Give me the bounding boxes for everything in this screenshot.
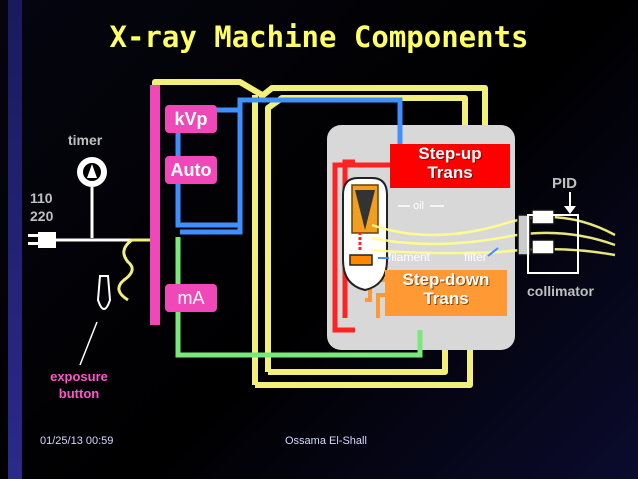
left-accent-bar: [8, 0, 22, 479]
kvp-blue-wire-2: [180, 100, 243, 235]
xray-beam: [371, 215, 616, 257]
pid-label: PID: [552, 175, 578, 192]
oil-label: oil: [413, 200, 425, 212]
step-down-line1: Step-down: [402, 270, 490, 289]
filter-leader: [487, 247, 499, 257]
kvp-control: kVp: [165, 105, 217, 133]
step-up-transformer: Step-up Trans: [390, 144, 510, 188]
auto-control: Auto: [165, 156, 217, 184]
exposure-button-label: exposure button: [44, 368, 114, 402]
step-down-line2: Trans: [423, 289, 469, 308]
xray-tube: [342, 177, 388, 292]
exposure-line1: exposure: [50, 369, 108, 384]
ma-control: mA: [165, 284, 217, 312]
control-panel-bar: [150, 85, 160, 325]
exposure-button-icon: [79, 238, 150, 366]
footer-author: Ossama El-Shall: [285, 435, 367, 447]
voltage-220-label: 220: [30, 208, 54, 224]
voltage-110-label: 110: [30, 190, 53, 206]
exposure-line2: button: [58, 386, 100, 401]
timer-label: timer: [68, 132, 103, 148]
step-down-transformer: Step-down Trans: [385, 270, 507, 316]
footer-timestamp: 01/25/13 00:59: [40, 435, 114, 447]
filament-label: filament: [388, 250, 431, 264]
collimator-assembly: [517, 192, 579, 274]
step-up-line1: Step-up: [418, 144, 482, 163]
filter-label: filter: [464, 250, 487, 264]
collimator-label: collimator: [527, 283, 594, 299]
step-up-line2: Trans: [427, 163, 473, 182]
slide-title: X-ray Machine Components: [109, 20, 529, 54]
timer-dial-icon: [77, 157, 107, 238]
